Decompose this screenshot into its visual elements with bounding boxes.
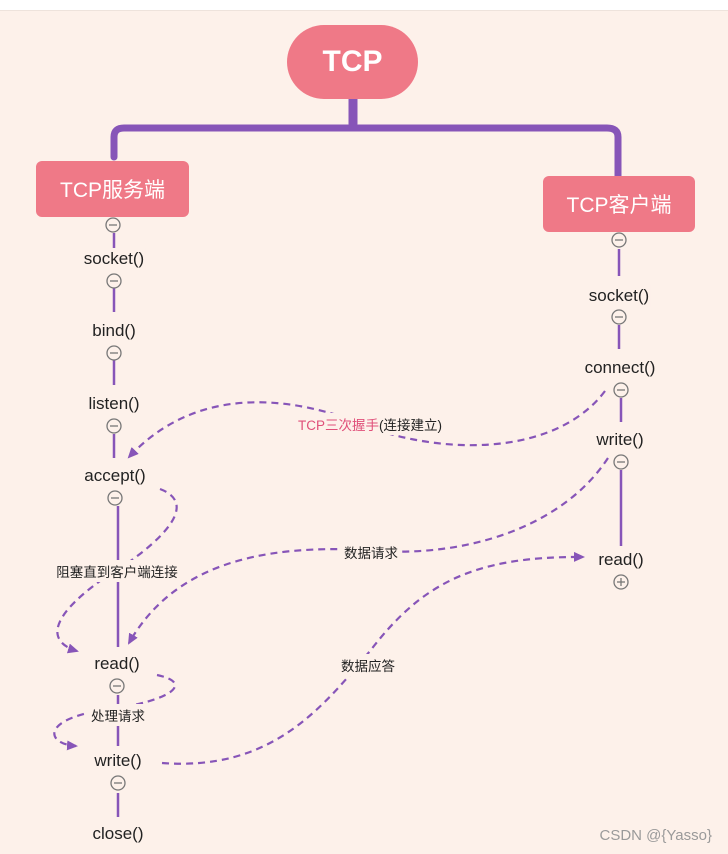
client-step-socket[interactable]: socket(): [586, 285, 652, 307]
server-step-read[interactable]: read(): [92, 653, 142, 675]
response-label: 数据应答: [338, 654, 398, 676]
collapse-icon[interactable]: [107, 490, 123, 506]
client-step-read[interactable]: read(): [596, 549, 646, 571]
collapse-icon[interactable]: [110, 775, 126, 791]
server-step-listen[interactable]: listen(): [86, 393, 142, 415]
server-step-socket[interactable]: socket(): [81, 248, 147, 270]
server-step-accept[interactable]: accept(): [82, 465, 148, 487]
client-node[interactable]: TCP客户端: [543, 176, 695, 232]
handshake-label-highlight: TCP三次握手: [298, 418, 379, 433]
collapse-icon[interactable]: [613, 454, 629, 470]
client-step-write[interactable]: write(): [594, 429, 646, 451]
client-step-connect[interactable]: connect(): [582, 357, 658, 379]
watermark: CSDN @{Yasso}: [599, 827, 713, 844]
response-curve: [161, 551, 585, 765]
collapse-icon[interactable]: [106, 273, 122, 289]
collapse-icon[interactable]: [105, 217, 121, 233]
handshake-label: TCP三次握手(连接建立): [295, 413, 445, 435]
collapse-icon[interactable]: [611, 309, 627, 325]
block-label: 阻塞直到客户端连接: [53, 560, 181, 582]
diagram-canvas: TCP TCP服务端 TCP客户端 socket() bind() listen…: [0, 10, 728, 854]
server-step-close[interactable]: close(): [90, 823, 146, 845]
process-label: 处理请求: [88, 704, 148, 726]
collapse-icon[interactable]: [106, 418, 122, 434]
server-node[interactable]: TCP服务端: [36, 161, 189, 217]
root-node[interactable]: TCP: [287, 25, 418, 99]
handshake-label-rest: (连接建立): [379, 418, 442, 433]
block-curve: [56, 487, 178, 654]
collapse-toggles: [105, 217, 629, 791]
collapse-icon[interactable]: [613, 382, 629, 398]
request-label: 数据请求: [341, 541, 401, 563]
collapse-icon[interactable]: [106, 345, 122, 361]
root-connector: [110, 94, 622, 180]
collapse-icon[interactable]: [611, 232, 627, 248]
expand-icon[interactable]: [613, 574, 629, 590]
server-step-write[interactable]: write(): [92, 750, 144, 772]
server-step-bind[interactable]: bind(): [90, 320, 138, 342]
client-timeline: [617, 249, 623, 546]
collapse-icon[interactable]: [109, 678, 125, 694]
